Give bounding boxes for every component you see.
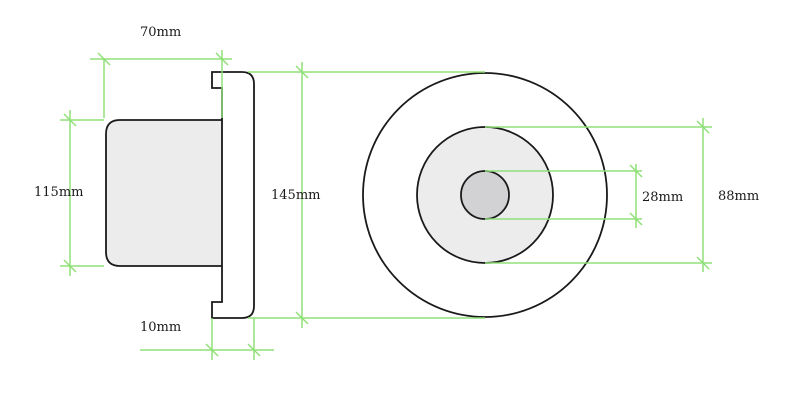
label-side-height: 115mm bbox=[34, 185, 83, 200]
label-inner-ring: 88mm bbox=[718, 189, 759, 204]
label-flange-thickness: 10mm bbox=[140, 320, 181, 335]
hub-circle bbox=[460, 170, 510, 220]
dimension-labels: 70mm 115mm 145mm 10mm 28mm 88mm bbox=[34, 25, 759, 335]
side-flange bbox=[211, 71, 255, 319]
label-flange-height: 145mm bbox=[271, 188, 320, 203]
label-inner-hole: 28mm bbox=[642, 190, 683, 205]
label-side-depth: 70mm bbox=[140, 25, 181, 40]
side-body bbox=[105, 119, 222, 267]
front-view bbox=[362, 72, 608, 318]
dimension-lines bbox=[60, 50, 712, 360]
side-view bbox=[105, 71, 255, 319]
